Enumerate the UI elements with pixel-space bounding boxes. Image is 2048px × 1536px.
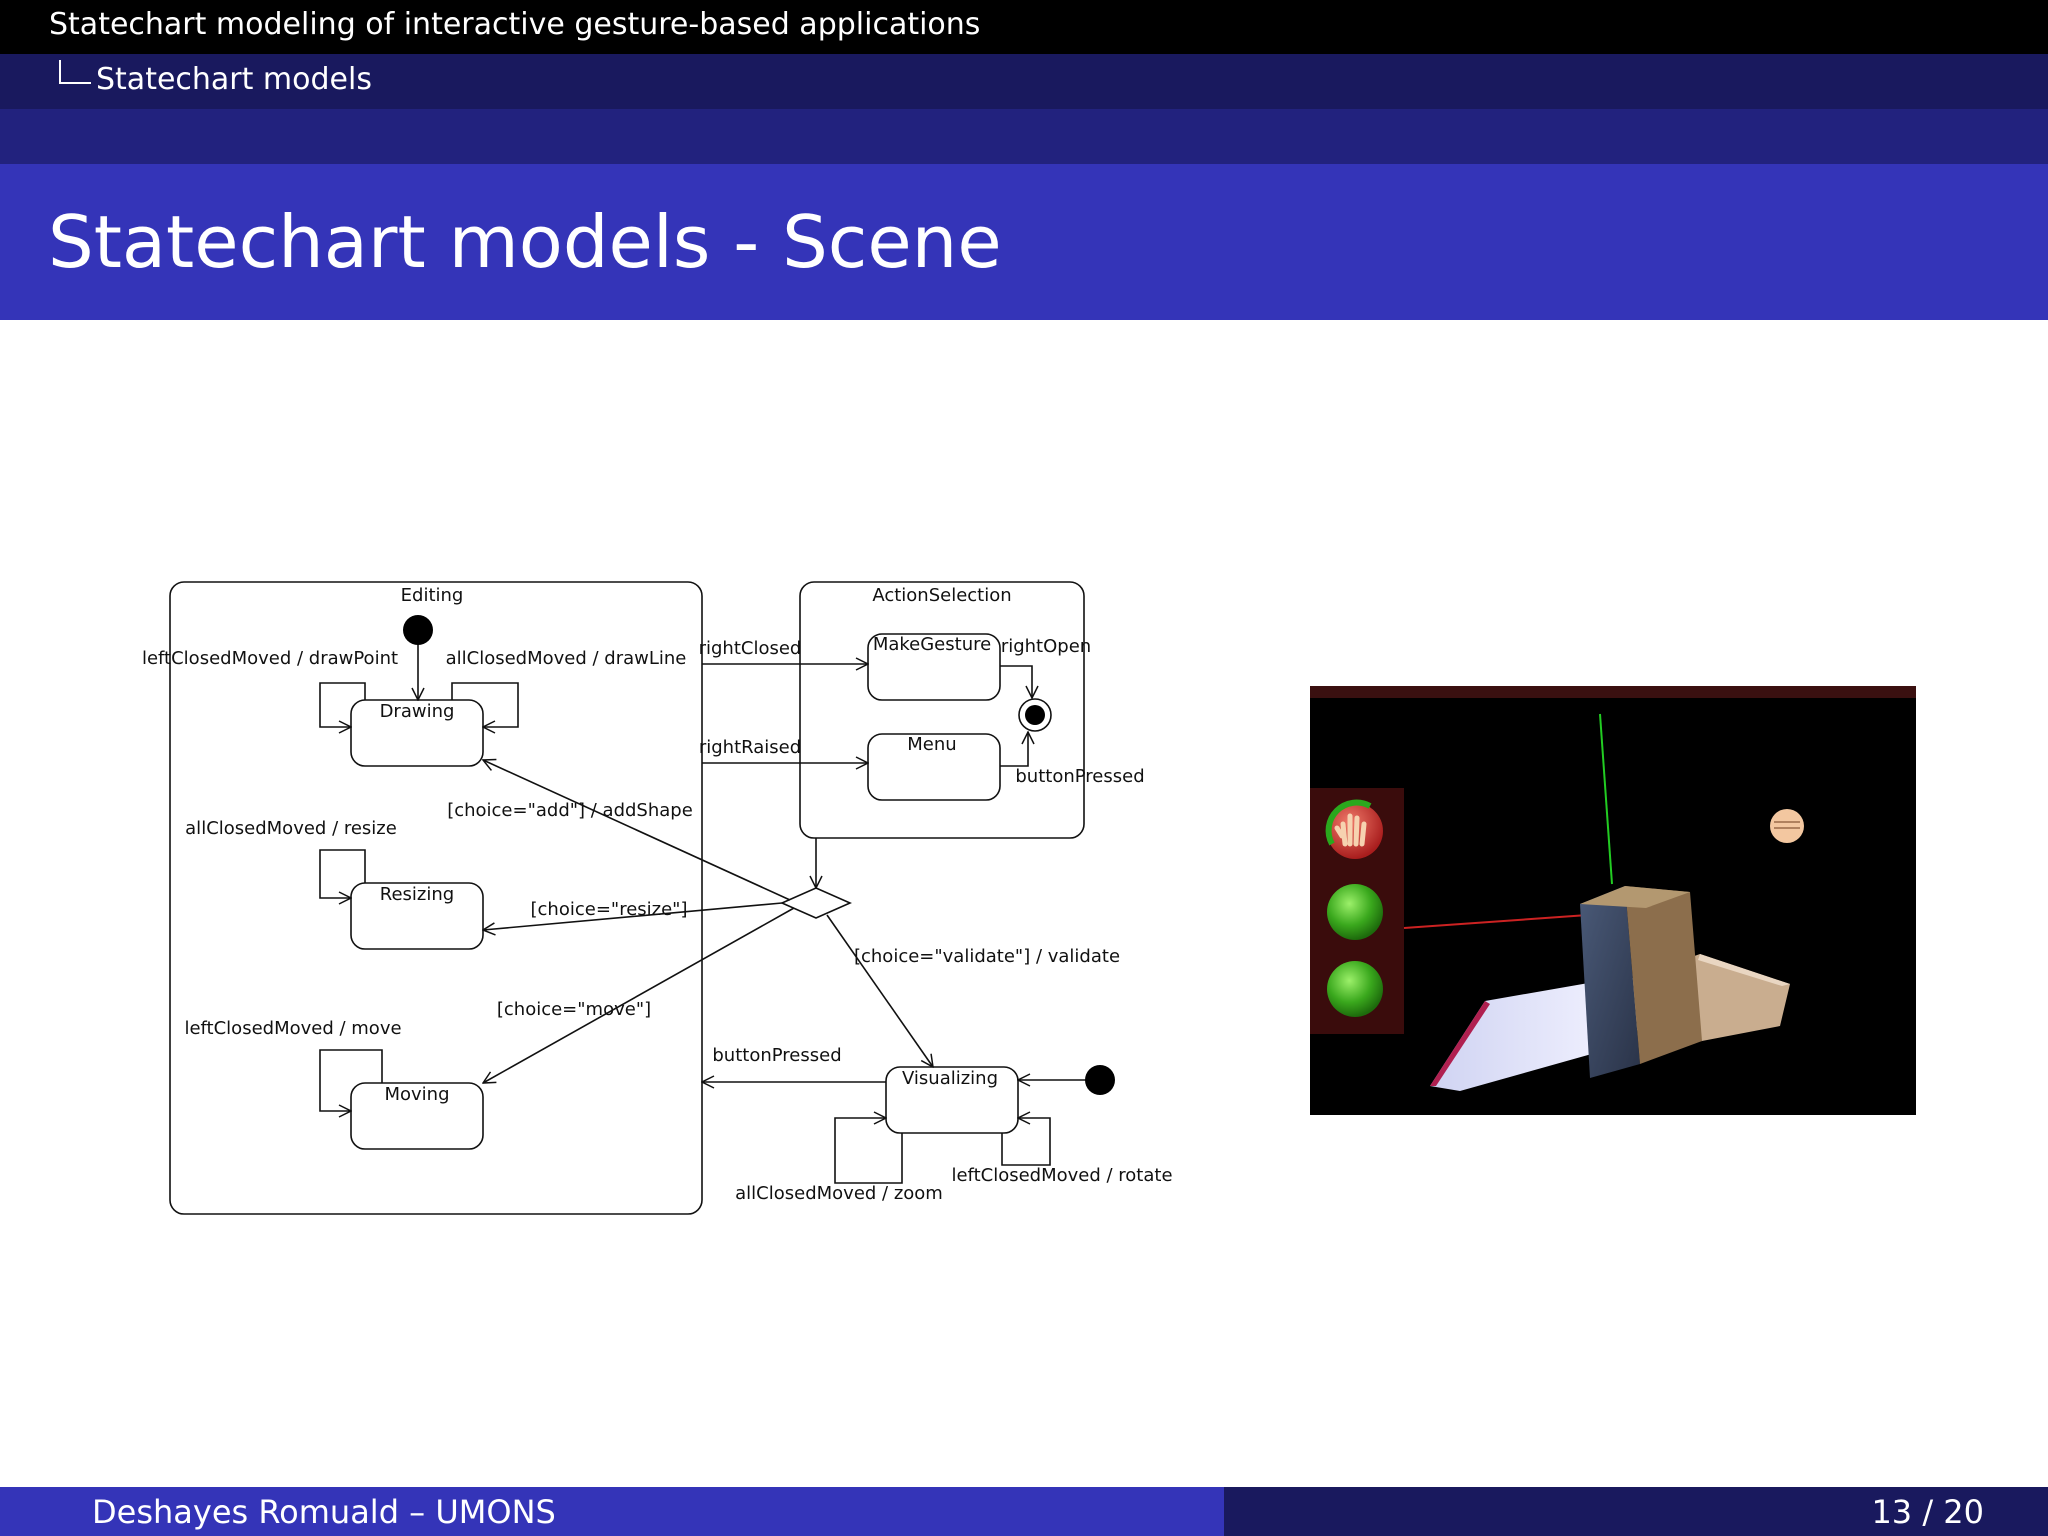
final-state-ring bbox=[1018, 698, 1052, 732]
editing-composite-state bbox=[169, 581, 703, 1215]
scene-screenshot bbox=[1310, 686, 1916, 1115]
make-gesture-label: MakeGesture bbox=[873, 634, 991, 655]
resizing-label: Resizing bbox=[380, 884, 454, 905]
paper-sheet bbox=[1430, 981, 1620, 1091]
statechart-diagram: Editing ActionSelection Drawing Resizing… bbox=[142, 581, 1173, 1215]
label-choice-resize: [choice="resize"] bbox=[531, 899, 688, 920]
presentation-title: Statechart modeling of interactive gestu… bbox=[49, 7, 981, 42]
label-button-pressed-vis: buttonPressed bbox=[712, 1045, 841, 1066]
footer-author-bar: Deshayes Romuald – UMONS bbox=[0, 1487, 1224, 1536]
green-button-1-icon bbox=[1327, 884, 1383, 940]
footer-page-number: 13 / 20 bbox=[1871, 1493, 1984, 1531]
label-all-closed-draw-line: allClosedMoved / drawLine bbox=[446, 648, 687, 669]
subsection-corner-icon bbox=[59, 60, 91, 84]
action-selection-label: ActionSelection bbox=[872, 585, 1011, 606]
label-left-closed-draw-point: leftClosedMoved / drawPoint bbox=[142, 648, 398, 669]
header-spacer-bar bbox=[0, 109, 2048, 164]
label-button-pressed-menu: buttonPressed bbox=[1015, 766, 1144, 787]
label-choice-add: [choice="add"] / addShape bbox=[447, 800, 693, 821]
label-all-closed-resize: allClosedMoved / resize bbox=[185, 818, 397, 839]
fist-cursor-icon bbox=[1770, 809, 1804, 843]
visualizing-label: Visualizing bbox=[902, 1068, 998, 1089]
editing-label: Editing bbox=[401, 585, 464, 606]
resizing-state bbox=[350, 882, 484, 950]
label-right-closed: rightClosed bbox=[699, 638, 802, 659]
label-choice-validate: [choice="validate"] / validate bbox=[854, 946, 1120, 967]
book-front-cover bbox=[1580, 886, 1640, 1078]
book-side bbox=[1625, 886, 1702, 1064]
label-all-closed-zoom: allClosedMoved / zoom bbox=[735, 1183, 943, 1204]
label-right-raised: rightRaised bbox=[699, 737, 801, 758]
menu-label: Menu bbox=[907, 734, 956, 755]
label-choice-move: [choice="move"] bbox=[497, 999, 651, 1020]
section-title: Statechart models bbox=[96, 62, 372, 97]
initial-state-editing bbox=[403, 615, 433, 645]
final-state-dot bbox=[1025, 705, 1045, 725]
slide-title-bar: Statechart models - Scene bbox=[0, 164, 2048, 320]
action-selection-composite-state bbox=[799, 581, 1085, 839]
visualizing-state bbox=[885, 1066, 1019, 1134]
header-presentation-title-bar: Statechart modeling of interactive gestu… bbox=[0, 0, 2048, 54]
initial-state-visualizing bbox=[1085, 1065, 1115, 1095]
green-button-2-icon bbox=[1327, 961, 1383, 1017]
footer-author: Deshayes Romuald – UMONS bbox=[92, 1493, 556, 1531]
choice-pseudostate bbox=[780, 887, 852, 919]
drawing-label: Drawing bbox=[380, 701, 455, 722]
slide-title: Statechart models - Scene bbox=[48, 200, 1002, 284]
label-left-closed-move: leftClosedMoved / move bbox=[184, 1018, 401, 1039]
label-right-open: rightOpen bbox=[1001, 636, 1091, 657]
header-section-bar: Statechart models bbox=[0, 54, 2048, 109]
footer-page-bar: 13 / 20 bbox=[1224, 1487, 2048, 1536]
label-left-closed-rotate: leftClosedMoved / rotate bbox=[951, 1165, 1172, 1186]
moving-label: Moving bbox=[384, 1084, 449, 1105]
